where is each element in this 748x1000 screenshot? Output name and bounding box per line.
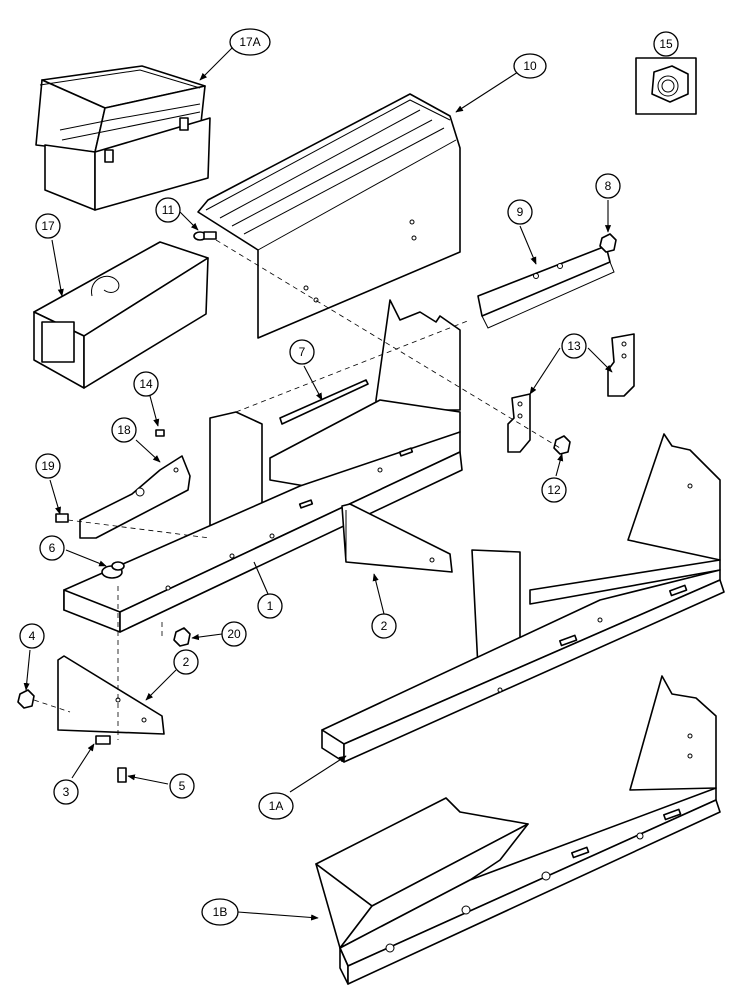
frame-1A-part (321, 433, 725, 763)
callout-label: 20 (227, 627, 241, 641)
toolbox-closed-part (33, 241, 209, 389)
callout-13: 13 (561, 333, 587, 359)
callout-label: 12 (547, 483, 561, 497)
callout-label: 2 (183, 655, 190, 669)
callout-label: 7 (299, 345, 306, 359)
callout-label: 1B (213, 905, 228, 919)
callout-label: 2 (381, 619, 388, 633)
callout-8: 8 (595, 173, 621, 199)
callout-5: 5 (169, 773, 195, 799)
callout-label: 1 (267, 599, 274, 613)
callout-9: 9 (507, 199, 533, 225)
callout-17: 17 (35, 213, 61, 239)
callout-15: 15 (653, 31, 679, 57)
nut-4-part (17, 689, 35, 709)
callout-label: 15 (659, 37, 673, 51)
callout-label: 8 (605, 179, 612, 193)
callout-18: 18 (111, 417, 137, 443)
callout-11: 11 (155, 197, 181, 223)
nut-8-part (599, 233, 617, 253)
nut-detail-part (635, 57, 697, 115)
bolt-11-part (193, 231, 217, 241)
callout-19: 19 (35, 453, 61, 479)
bracket-2-lower-part (57, 655, 165, 735)
cover-part (197, 93, 461, 339)
callout-20: 20 (221, 621, 247, 647)
callout-1: 1 (257, 593, 283, 619)
leader-lines (23, 45, 613, 921)
callout-10: 10 (513, 53, 547, 79)
callout-label: 13 (567, 339, 581, 353)
callout-12: 12 (541, 477, 567, 503)
nut-20-part (173, 627, 191, 647)
callout-label: 9 (517, 205, 524, 219)
callout-3: 3 (53, 779, 79, 805)
callout-label: 4 (29, 629, 36, 643)
bracket-9-part (477, 245, 615, 329)
callout-label: 5 (179, 779, 186, 793)
hitch-6-part (101, 561, 125, 579)
callout-4: 4 (19, 623, 45, 649)
callout-label: 3 (63, 785, 70, 799)
frame-1B-part (315, 675, 721, 985)
bolt-19-part (55, 513, 69, 523)
rod-7-part (279, 379, 369, 425)
callout-2-upper: 2 (371, 613, 397, 639)
callout-label: 6 (49, 541, 56, 555)
callout-label: 19 (41, 459, 55, 473)
callout-label: 17 (41, 219, 55, 233)
bracket-2-upper-part (341, 503, 453, 573)
toolbox-open-part (35, 65, 211, 211)
callout-6: 6 (39, 535, 65, 561)
bolt-3-part (95, 735, 111, 745)
pin-14-part (155, 429, 165, 437)
callout-label: 18 (117, 423, 131, 437)
assembly-centerlines (33, 239, 561, 740)
callout-label: 17A (239, 35, 260, 49)
callout-label: 14 (139, 377, 153, 391)
bolt-5-part (117, 767, 127, 783)
callout-label: 1A (269, 799, 284, 813)
callout-label: 11 (162, 203, 175, 217)
callout-17A: 17A (229, 28, 271, 56)
callout-label: 10 (523, 59, 537, 73)
callout-1B: 1B (201, 898, 239, 926)
callout-2-lower: 2 (173, 649, 199, 675)
plate-18-part (79, 455, 191, 539)
nut-12-part (553, 435, 571, 455)
callout-14: 14 (133, 371, 159, 397)
callout-7: 7 (289, 339, 315, 365)
callout-1A: 1A (258, 792, 294, 820)
